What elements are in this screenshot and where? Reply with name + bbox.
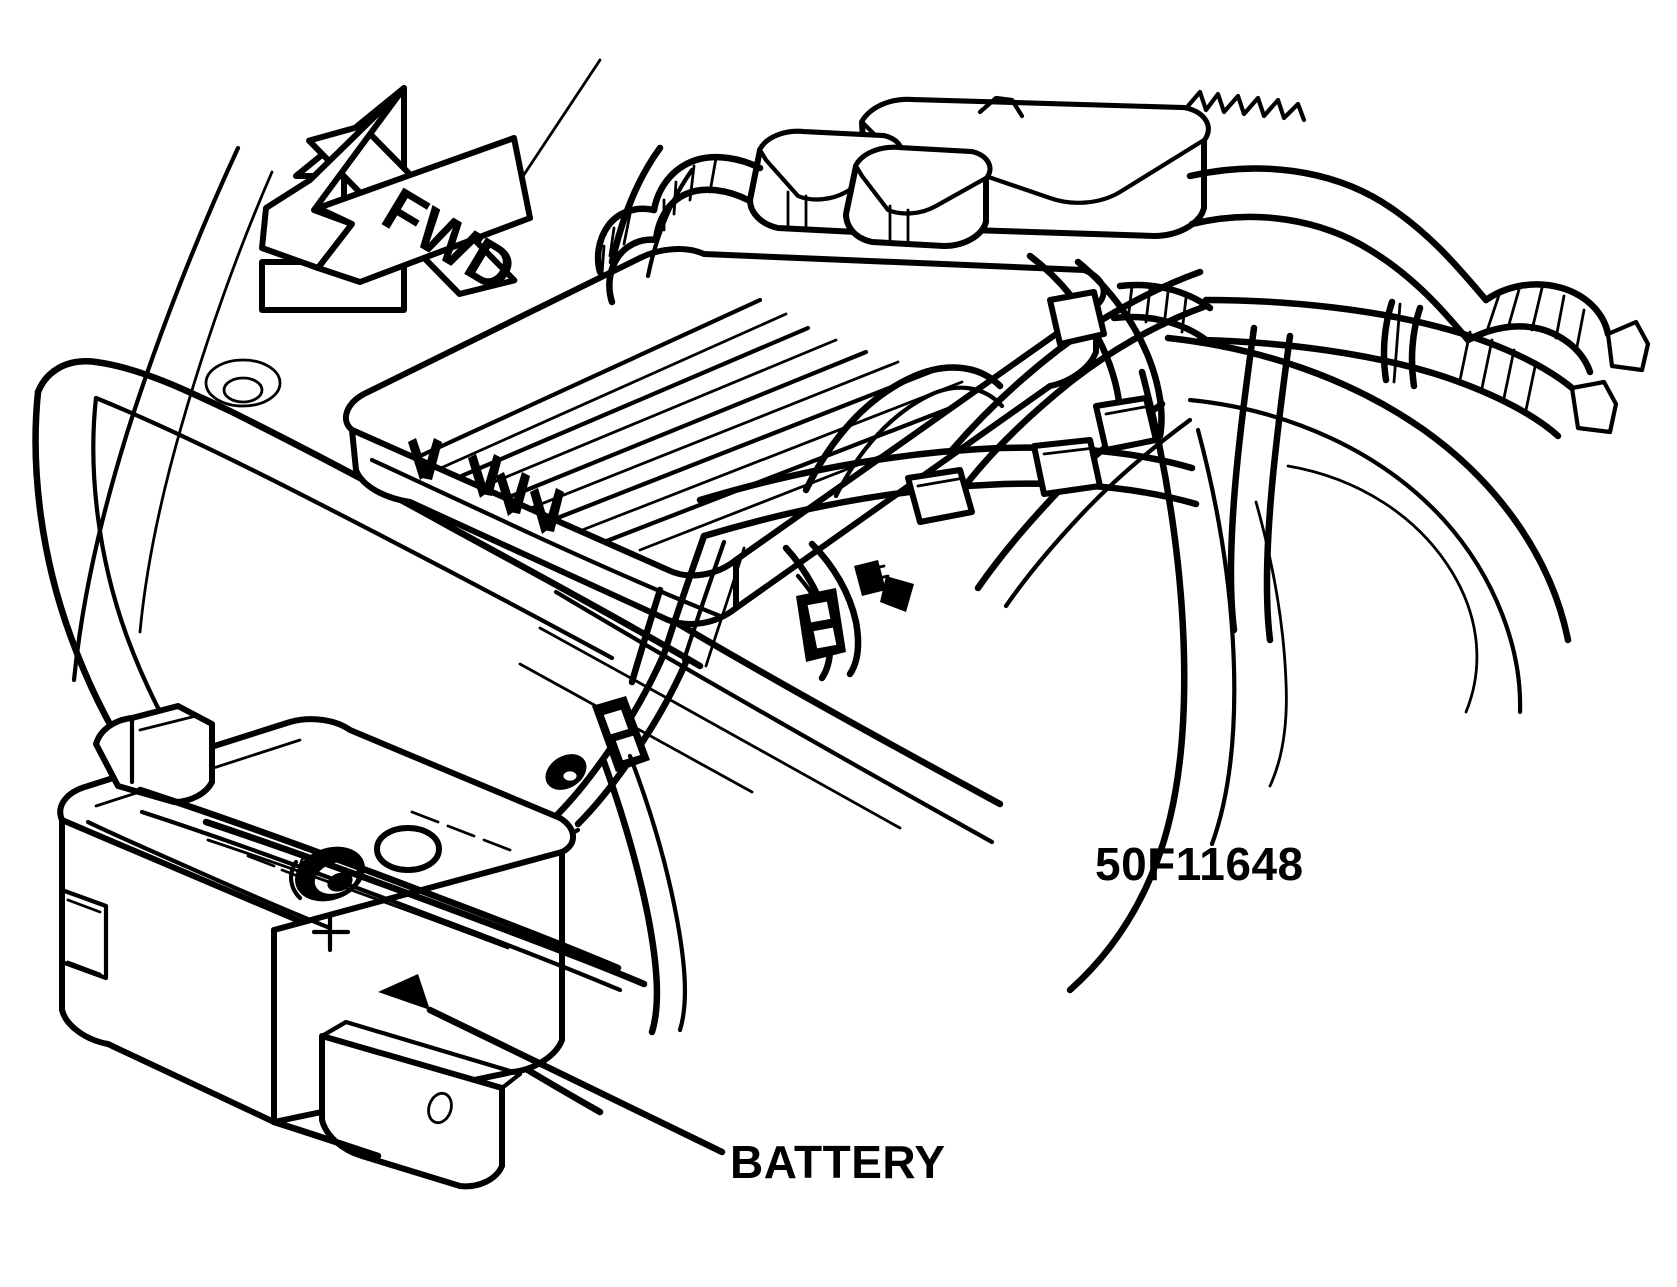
battery-label-text: BATTERY — [730, 1136, 946, 1188]
serrated-shield-edge — [1185, 89, 1307, 123]
fender-grommet — [204, 358, 282, 408]
harness-tie-strap — [854, 560, 914, 612]
battery-cable-connector — [592, 696, 650, 772]
battery-leader-line — [426, 1006, 726, 1156]
harness-connector-b — [1031, 437, 1103, 497]
fender-inner-panel — [32, 58, 704, 1116]
harness-conduit-left — [594, 153, 764, 306]
air-cleaner-clips — [408, 438, 564, 534]
battery-hold-down-clamp — [136, 786, 648, 993]
harness-connector-a — [905, 467, 975, 525]
harness-plug — [796, 588, 846, 662]
battery-leader-arrowhead — [378, 974, 430, 1010]
hose-ribbed-section-mid — [1458, 330, 1538, 412]
harness-connector-d — [1047, 289, 1107, 347]
ring-terminal — [545, 754, 587, 790]
harness-conduit-ribbed — [1110, 281, 1214, 344]
hose-clamp — [1380, 298, 1424, 390]
battery-callout: BATTERY — [378, 974, 946, 1188]
battery-tray — [270, 1019, 523, 1190]
figure-code-text: 50F11648 — [1095, 838, 1304, 890]
hose-ribbed-end-upper — [1464, 281, 1651, 376]
air-cleaner-louvers — [417, 297, 1026, 552]
figure-code-callout: 50F11648 — [1095, 838, 1304, 890]
wiring-harness — [545, 252, 1214, 828]
harness-connector-c — [1093, 395, 1159, 453]
power-distribution-box — [594, 95, 1211, 306]
positive-polarity-mark — [311, 913, 351, 953]
fwd-arrow-outline — [259, 85, 533, 285]
